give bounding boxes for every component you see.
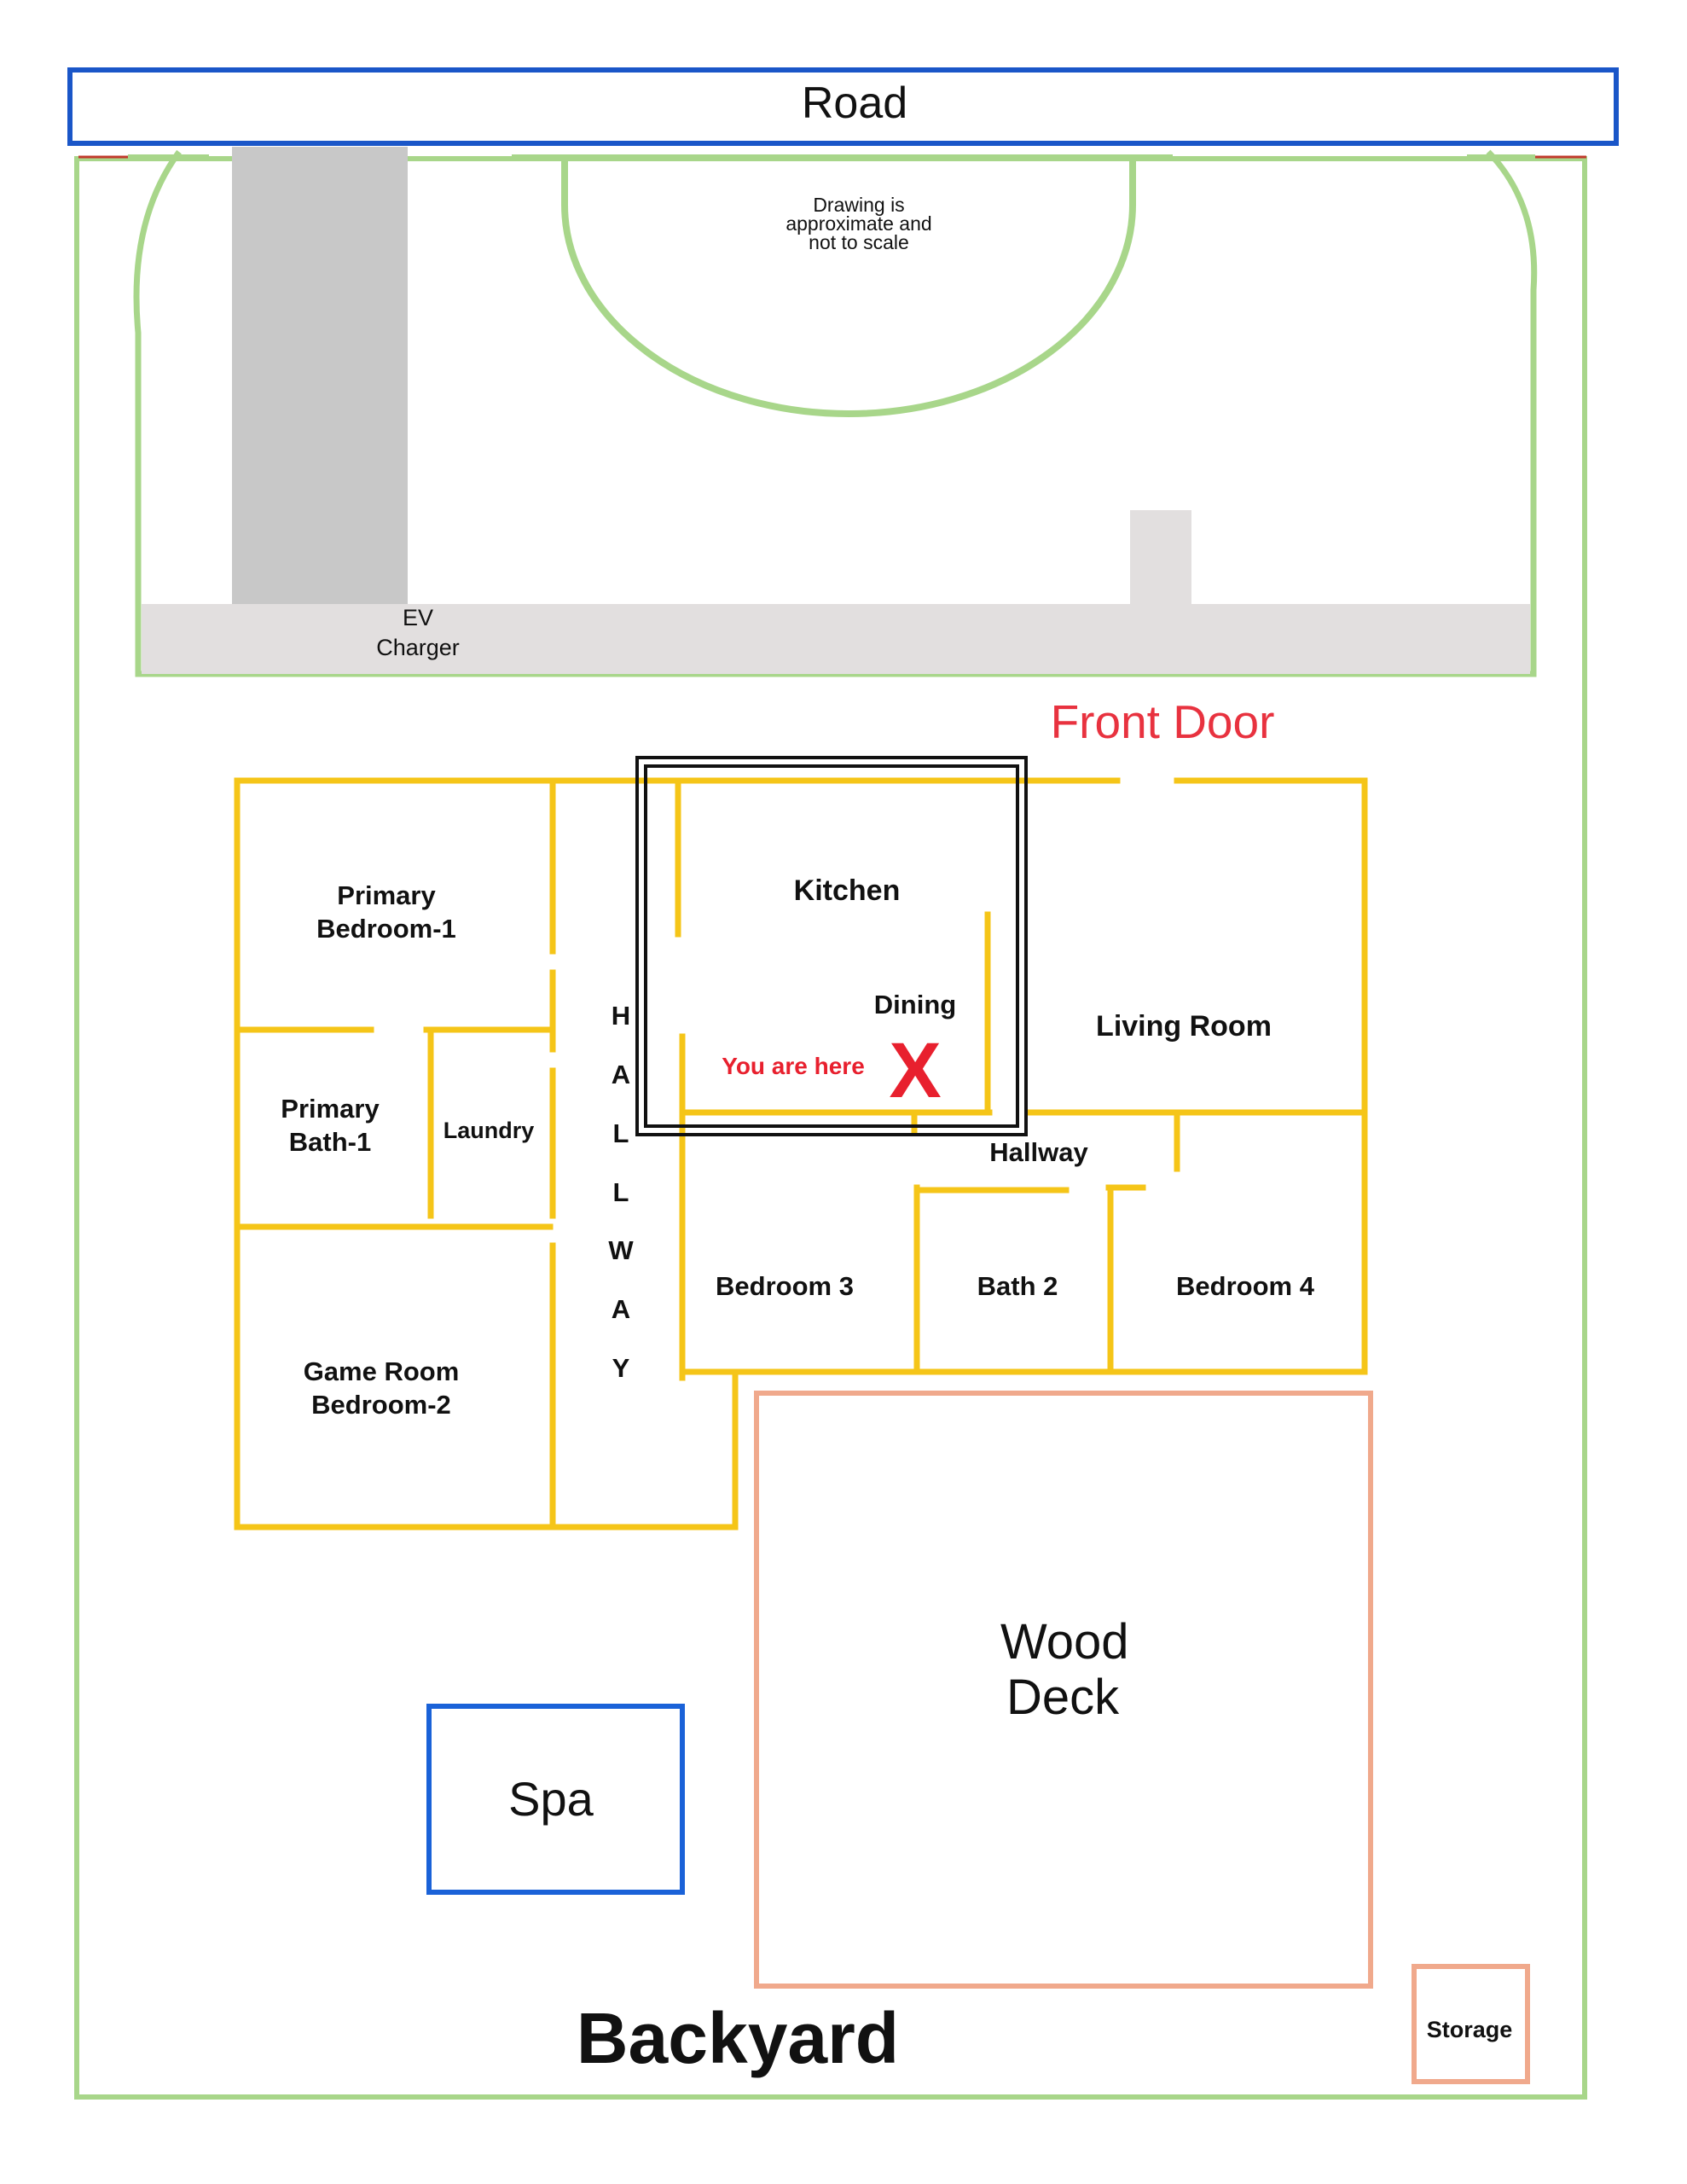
ev-label-line2: Charger bbox=[376, 635, 460, 660]
house-walls bbox=[234, 777, 1368, 1531]
kitchen-label: Kitchen bbox=[794, 874, 901, 907]
hallway-letter: Y bbox=[612, 1353, 630, 1383]
primary-bedroom-label-1: Primary bbox=[337, 880, 436, 910]
hallway-letter: L bbox=[613, 1177, 629, 1207]
wood-deck-label-1: Wood bbox=[1000, 1614, 1128, 1670]
backyard-label: Backyard bbox=[577, 1998, 899, 2078]
ev-label-line1: EV bbox=[403, 605, 433, 630]
primary-bedroom-label-2: Bedroom-1 bbox=[316, 914, 456, 944]
game-room-label-1: Game Room bbox=[304, 1356, 460, 1386]
you-are-here-label: You are here bbox=[722, 1053, 865, 1079]
road-label: Road bbox=[802, 78, 907, 128]
front-door-label: Front Door bbox=[1051, 695, 1275, 748]
game-room-label-2: Bedroom-2 bbox=[311, 1390, 451, 1420]
hallway-label: Hallway bbox=[989, 1137, 1088, 1167]
living-room-label: Living Room bbox=[1096, 1010, 1272, 1043]
kitchen-highlight-inner bbox=[644, 764, 1019, 1128]
hallway-letter: W bbox=[608, 1235, 634, 1265]
road-strip bbox=[67, 67, 1619, 146]
wood-deck-label-2: Deck bbox=[1006, 1670, 1120, 1725]
kitchen-highlight-outer bbox=[635, 756, 1028, 1136]
laundry-label: Laundry bbox=[443, 1118, 535, 1143]
front-walkway bbox=[1130, 510, 1191, 607]
spa-label: Spa bbox=[508, 1772, 594, 1826]
hallway-letter: A bbox=[612, 1060, 630, 1089]
hallway-letter: A bbox=[612, 1294, 630, 1324]
storage-shed bbox=[1412, 1964, 1530, 2084]
driveway bbox=[142, 604, 1530, 674]
spa bbox=[426, 1704, 685, 1895]
front-yard-outline bbox=[133, 149, 1538, 677]
note-line-3: not to scale bbox=[809, 231, 909, 253]
wood-deck bbox=[754, 1391, 1373, 1989]
lawn-semicircle bbox=[561, 157, 1136, 417]
bedroom3-label: Bedroom 3 bbox=[716, 1271, 854, 1301]
note-line-2: approximate and bbox=[786, 212, 931, 235]
hallway-letter: L bbox=[613, 1118, 629, 1148]
bath2-label: Bath 2 bbox=[977, 1271, 1058, 1301]
hallway-letter: H bbox=[612, 1001, 630, 1031]
you-are-here-x-icon: X bbox=[889, 1027, 941, 1114]
dining-label: Dining bbox=[874, 990, 956, 1019]
primary-bath-label-1: Primary bbox=[281, 1094, 380, 1124]
note-line-1: Drawing is bbox=[813, 194, 904, 216]
storage-label: Storage bbox=[1427, 2017, 1513, 2042]
garage-strip bbox=[232, 147, 408, 607]
bedroom4-label: Bedroom 4 bbox=[1176, 1271, 1315, 1301]
primary-bath-label-2: Bath-1 bbox=[289, 1127, 371, 1157]
